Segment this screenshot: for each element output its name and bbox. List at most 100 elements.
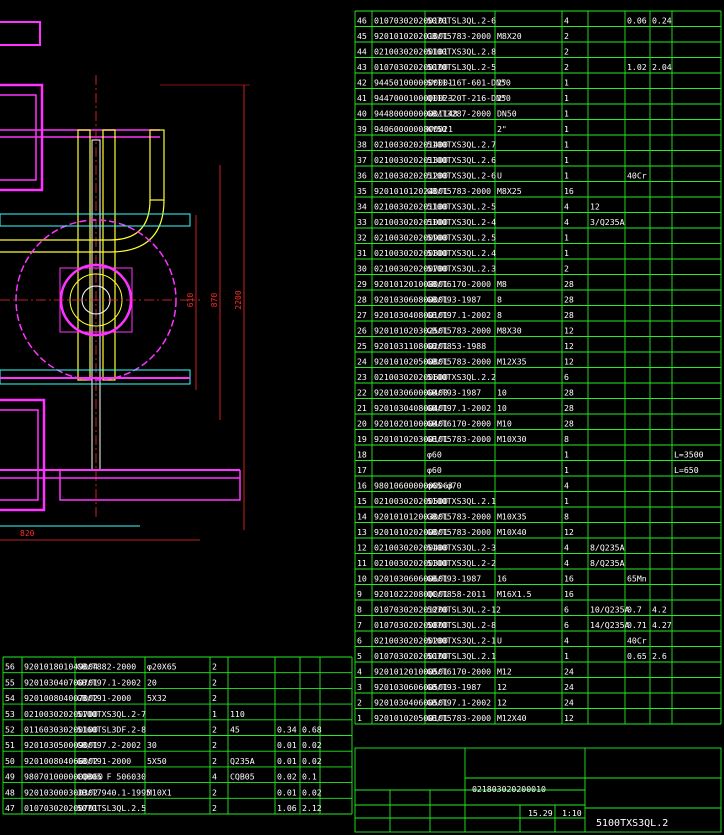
bom-right-cell: 1 — [564, 109, 569, 119]
bom-right-cell: GB/T5783-2000 — [427, 527, 491, 537]
bom-left-cell: 52 — [5, 725, 15, 735]
drawing-name: 5100TXS3QL.2 — [596, 818, 668, 829]
bom-left-cell: 0.68 — [302, 725, 322, 735]
riser-pipe — [149, 129, 165, 201]
bom-right-cell: 0.65 — [627, 651, 647, 661]
bom-right-cell: 31 — [357, 248, 367, 258]
bom-left-cell: 5070TSL3QL.2.5 — [77, 803, 146, 813]
bom-right-cell: 5100TXS3QL.2-6 — [427, 171, 496, 181]
bom-right-cell: 15 — [357, 496, 367, 506]
bom-left-cell: 20 — [147, 677, 157, 687]
bom-left-cell: 50 — [5, 756, 15, 766]
bom-right-cell: 5100TXS3QL.2.3 — [427, 264, 496, 274]
bom-left-cell: 9807010000000060 — [24, 772, 103, 782]
bom-right-cell: 010703020201200 — [374, 605, 448, 615]
bom-left-cell: 0.02 — [277, 772, 297, 782]
bom-left-cell: 2 — [212, 787, 217, 797]
bom-right-cell: 5070TSL3QL.2-12 — [427, 605, 501, 615]
bom-right-cell: M12X35 — [497, 357, 527, 367]
bom-right-cell: 10 — [497, 403, 507, 413]
bom-right-cell: 9406000000800021 — [374, 124, 453, 134]
bom-right-cell: 920101012003001 — [374, 512, 448, 522]
bom-right-cell: 021003020201200 — [374, 171, 448, 181]
bom-left-cell: JB/T7940.1-1995 — [77, 787, 151, 797]
bom-right-cell: GB/T93-1987 — [427, 388, 481, 398]
bom-right-cell: 16 — [497, 574, 507, 584]
bom-right-cell: 4 — [564, 481, 569, 491]
bom-right-cell: 920101020200001 — [374, 527, 448, 537]
bom-right-cell: 6 — [357, 636, 362, 646]
dimension-870: 870 — [210, 293, 219, 308]
bom-right-cell: 920101201000501 — [374, 667, 448, 677]
bom-right-grid — [354, 10, 722, 725]
title-block-grid — [354, 747, 722, 833]
bom-right-cell: 920101020300101 — [374, 434, 448, 444]
lower-left-body-magenta — [0, 398, 46, 512]
bom-left-cell: 0.02 — [302, 756, 322, 766]
bom-right-cell: 1 — [564, 124, 569, 134]
bom-right-cell: 010703020200100 — [374, 62, 448, 72]
bom-right-cell: 4 — [564, 217, 569, 227]
bom-right-cell: 1 — [564, 496, 569, 506]
bom-right-cell: 920103060600601 — [374, 574, 448, 584]
bom-right-cell: 010703020200100 — [374, 651, 448, 661]
bom-right-cell: 28 — [564, 310, 574, 320]
bom-right-cell: L=650 — [674, 465, 699, 475]
pipe-bend-inner — [0, 199, 165, 253]
bom-left-cell: φ20X65 — [147, 662, 177, 672]
bom-left-cell: 2 — [212, 756, 217, 766]
drawing-code: 021803020200010 — [472, 784, 546, 794]
bom-right-cell: 5070TSL3QL.2-5 — [427, 62, 496, 72]
bom-left-cell: 2 — [212, 662, 217, 672]
bom-right-cell: M8 — [497, 279, 507, 289]
bom-right-cell: 3/Q235A — [590, 217, 625, 227]
bom-right-cell: 0.71 — [627, 620, 647, 630]
bom-right-cell: 25 — [357, 341, 367, 351]
bom-right-cell: 2" — [497, 93, 507, 103]
bom-right-cell: 22 — [357, 388, 367, 398]
bom-right-cell: 10 — [357, 574, 367, 584]
bom-right-cell: M10X40 — [497, 527, 527, 537]
bom-right-cell: 4 — [564, 202, 569, 212]
bom-right-cell: 5070TSL3QL.2.1 — [427, 651, 496, 661]
bom-right-cell: 28 — [564, 388, 574, 398]
bom-left-cell: 48 — [5, 787, 15, 797]
bom-left-cell: 1 — [212, 709, 217, 719]
bom-right-cell: 021003020201100 — [374, 202, 448, 212]
bom-right-cell: 920103110800201 — [374, 341, 448, 351]
bom-right-cell: 920102220800001 — [374, 589, 448, 599]
bom-left-cell: 0.02 — [302, 740, 322, 750]
bom-right-cell: φ60 — [427, 450, 442, 460]
bom-right-cell: 12 — [564, 527, 574, 537]
bom-right-cell: φ65-φ70 — [427, 481, 462, 491]
bom-right-cell: 920101012024001 — [374, 186, 448, 196]
bom-right-cell: 920101020201001 — [374, 31, 448, 41]
bom-right-cell: GB/T97.1-2002 — [427, 698, 491, 708]
bom-left-cell: 920103000300302 — [24, 787, 98, 797]
bom-right-cell: GB/T5783-2000 — [427, 512, 491, 522]
bom-right-cell: 1.02 — [627, 62, 647, 72]
bom-right-cell: 0.7 — [627, 605, 642, 615]
bom-right-cell: 17 — [357, 465, 367, 475]
bom-right-cell: 1 — [564, 233, 569, 243]
bom-right-cell: M8X30 — [497, 326, 522, 336]
bom-right-cell: DN50 — [497, 109, 517, 119]
bom-left-cell: 49 — [5, 772, 15, 782]
bom-right-cell: 5100TXS3QL.2-3 — [427, 543, 496, 553]
bom-right-cell: 14 — [357, 512, 367, 522]
bom-right-cell: Q11F-20T-216-DN50 — [427, 93, 511, 103]
bom-right-cell: 1 — [357, 713, 362, 723]
